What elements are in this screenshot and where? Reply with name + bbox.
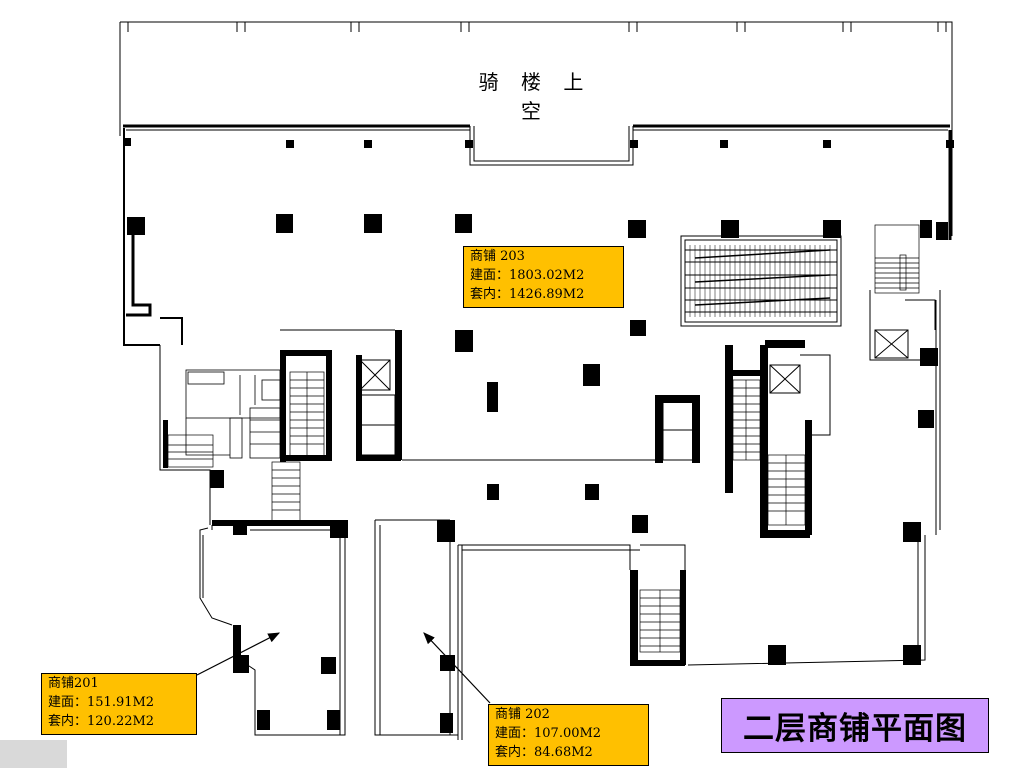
arrow-201 [196,632,281,676]
arrow-202 [423,632,491,704]
core-walls-right [630,220,948,666]
unit-gross-area: 建面：1803.02M2 [470,268,585,283]
unit-202-label: 商铺 202 建面：107.00M2 套内：84.68M2 [488,704,649,766]
arcade-void-label: 骑 楼 上空 [478,70,592,123]
unit-net-area: 套内：84.68M2 [495,745,593,760]
corner-gray-block [0,740,67,768]
plan-title: 二层商铺平面图 [721,698,989,753]
leader-arrows [196,632,491,704]
arcade-outline [119,21,953,236]
elevators [357,329,909,461]
unit-name: 商铺201 [48,676,99,691]
escalator [680,235,842,327]
unit-201-outline [199,524,346,736]
stairs [167,224,920,653]
unit-gross-area: 建面：151.91M2 [48,695,155,710]
unit-name: 商铺 203 [470,249,525,264]
misc-rooms [280,290,936,570]
restroom [185,369,281,459]
unit-203-label: 商铺 203 建面：1803.02M2 套内：1426.89M2 [463,246,624,308]
unit-201-label: 商铺201 建面：151.91M2 套内：120.22M2 [41,673,197,735]
unit-net-area: 套内：120.22M2 [48,714,155,729]
unit-202-outline [374,519,458,736]
outer-walls [123,124,952,740]
unit-net-area: 套内：1426.89M2 [470,287,585,302]
unit-gross-area: 建面：107.00M2 [495,726,602,741]
core-walls-left [163,330,455,673]
columns [123,138,954,733]
unit-name: 商铺 202 [495,707,550,722]
